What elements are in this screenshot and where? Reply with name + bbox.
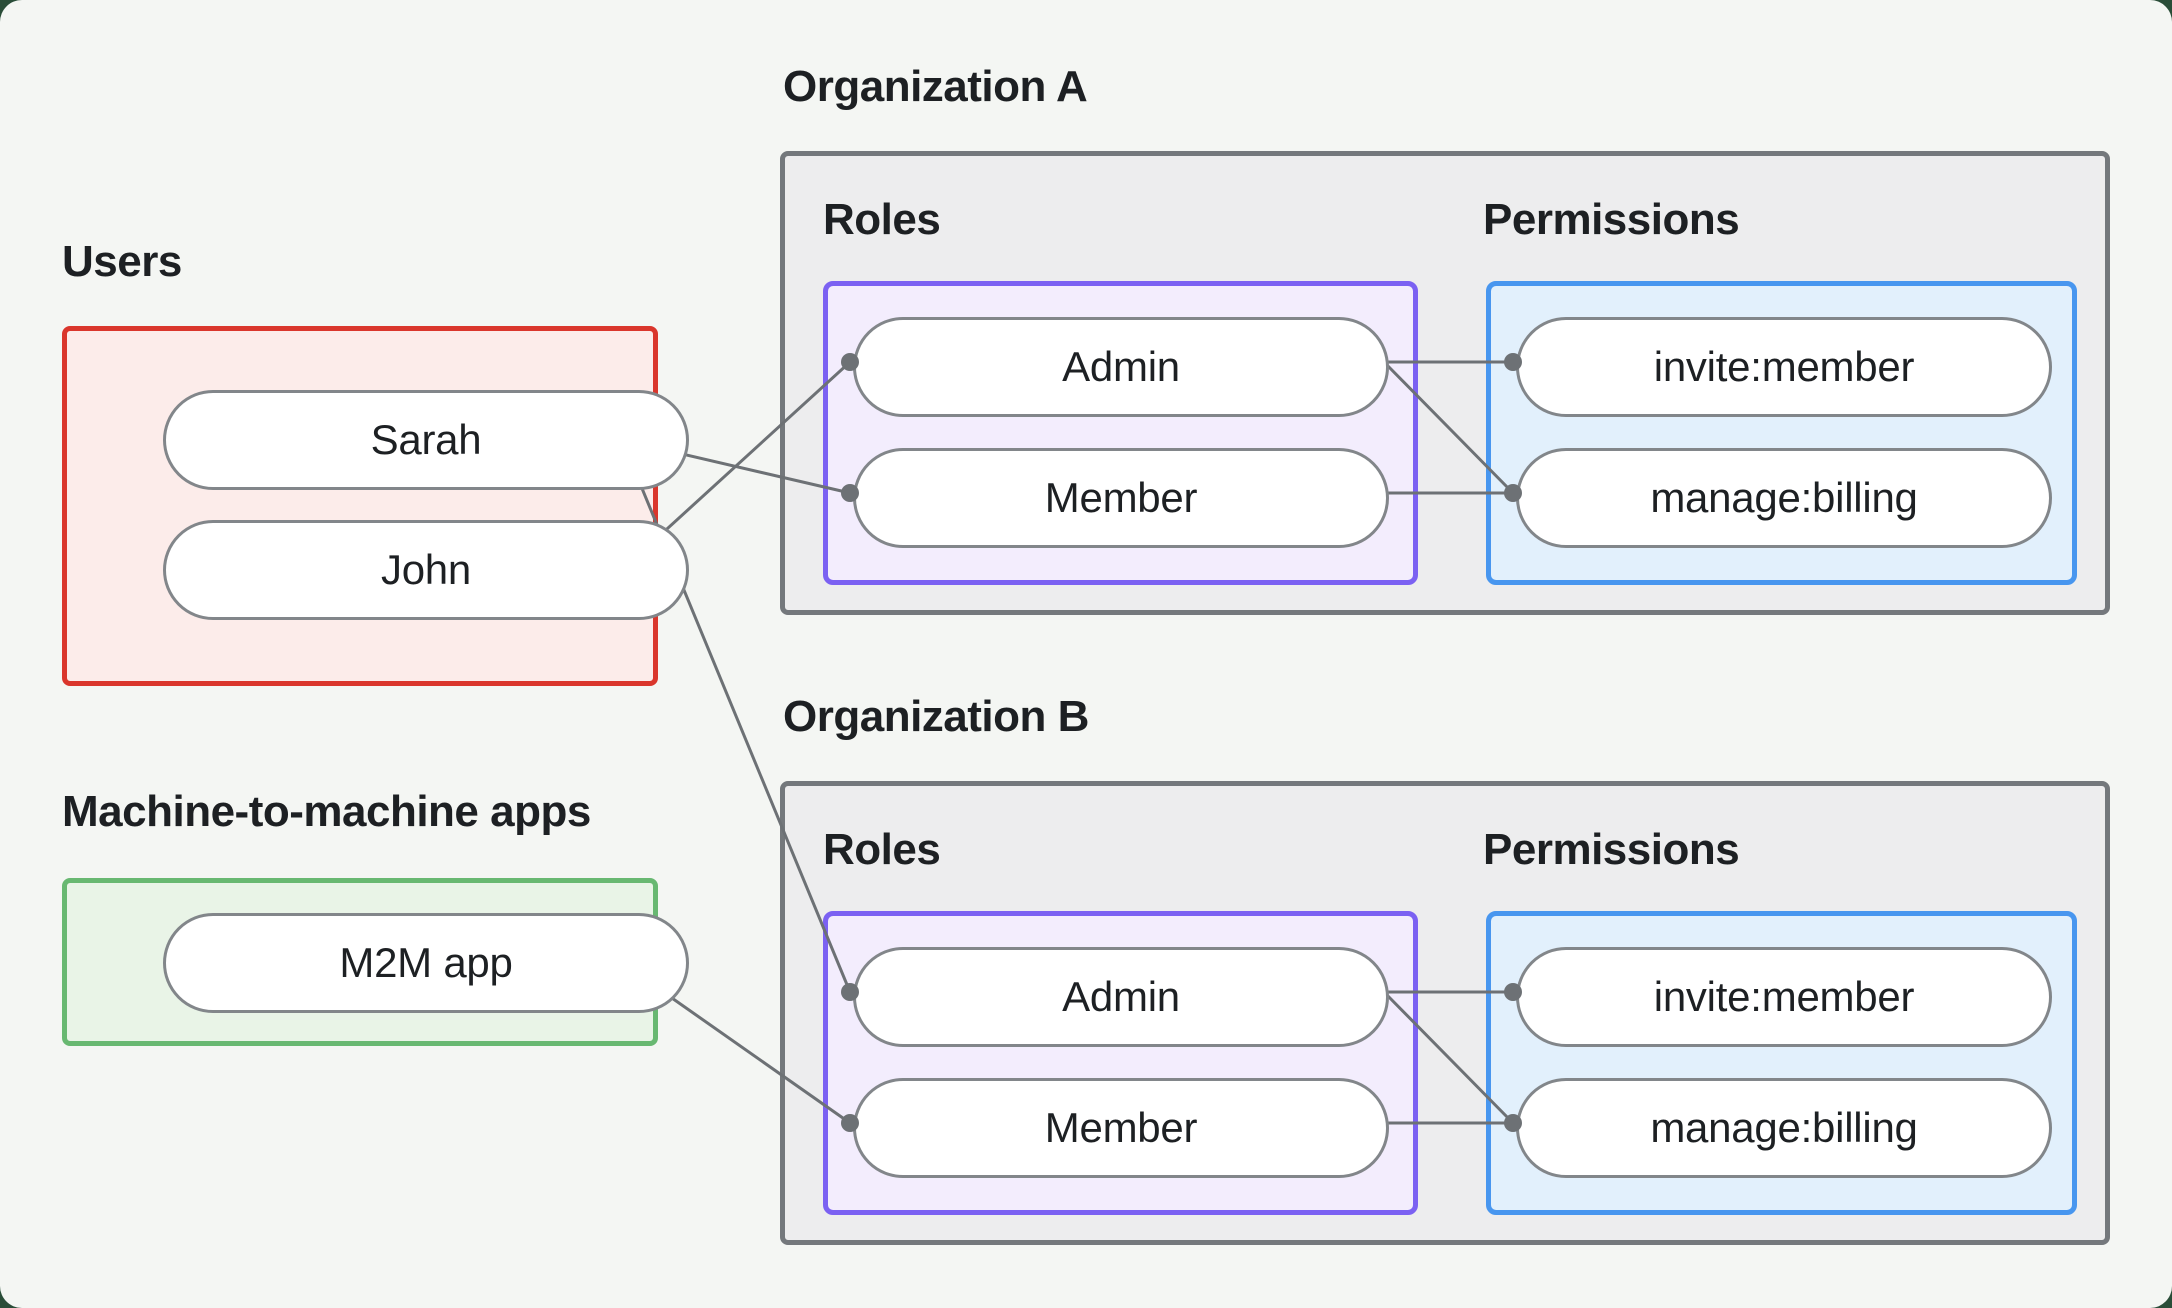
org-a-title: Organization A [783,62,1088,111]
user-node-sarah: Sarah [163,390,689,490]
connection-line-orgB.admin-to-orgB.manage [1382,990,1515,1125]
m2m-node-app: M2M app [163,913,689,1013]
m2m-group-box: M2M app [62,878,689,1046]
org-b-role-member: Member [853,1078,1389,1178]
org-b-permission-invite-member: invite:member [1516,947,2052,1047]
users-group-box: Sarah John [62,326,689,686]
org-b-box: Roles Permissions Admin Member invite:me… [780,781,2110,1245]
user-node-john: John [163,520,689,620]
org-b-permissions-label: Permissions [1483,825,1740,874]
org-b-permission-manage-billing: manage:billing [1516,1078,2052,1178]
org-b-title: Organization B [783,692,1089,741]
org-a-roles-label: Roles [823,195,941,244]
org-b-roles-label: Roles [823,825,941,874]
connection-line-orgA.admin-to-orgA.manage [1382,360,1515,495]
m2m-section-label: Machine-to-machine apps [62,787,591,836]
org-a-role-admin: Admin [853,317,1389,417]
org-a-box: Roles Permissions Admin Member invite:me… [780,151,2110,615]
org-b-role-admin: Admin [853,947,1389,1047]
org-a-role-member: Member [853,448,1389,548]
org-a-permission-invite-member: invite:member [1516,317,2052,417]
org-a-permissions-label: Permissions [1483,195,1740,244]
org-a-permission-manage-billing: manage:billing [1516,448,2052,548]
users-section-label: Users [62,237,182,286]
